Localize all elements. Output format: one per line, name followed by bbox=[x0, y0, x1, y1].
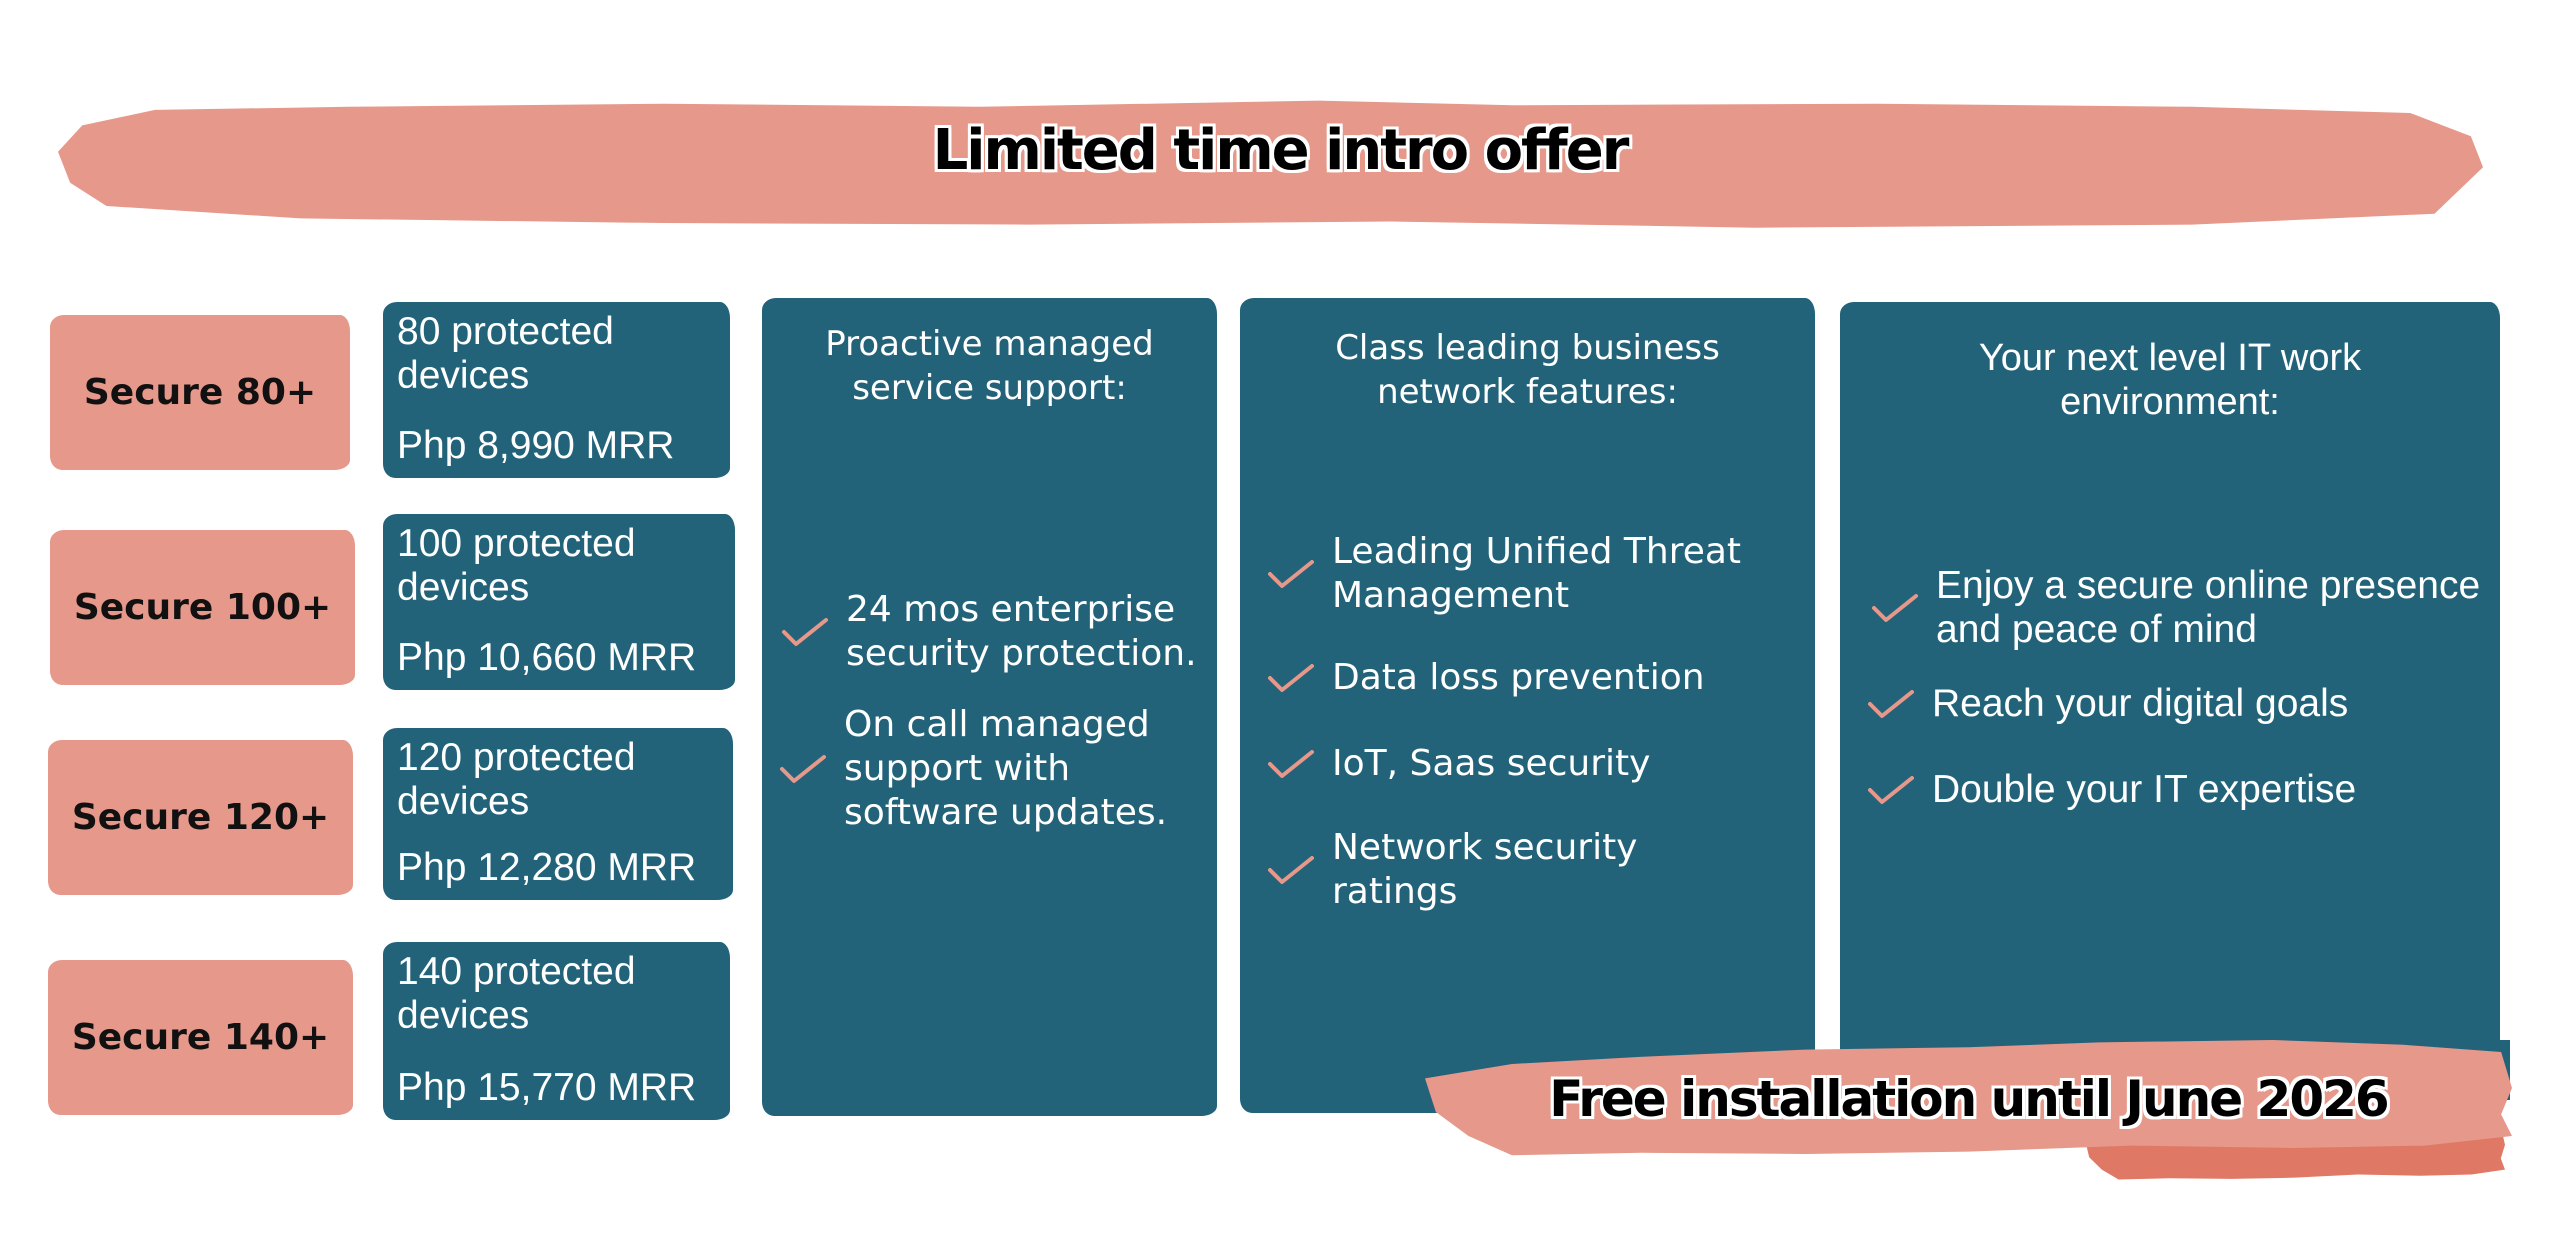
tier-name: Secure 120+ bbox=[71, 797, 330, 838]
checkmark-icon bbox=[1268, 856, 1314, 884]
tier-name: Secure 80+ bbox=[83, 372, 317, 413]
checkmark-icon bbox=[782, 618, 828, 646]
tier-label: Secure 140+ bbox=[48, 960, 353, 1115]
feature-text: Enjoy a secure online presence and peace… bbox=[1936, 564, 2481, 651]
tier-name: Secure 100+ bbox=[73, 587, 332, 628]
tier-label: Secure 120+ bbox=[48, 740, 353, 895]
column-title: Your next level IT work environment: bbox=[1978, 337, 2362, 423]
device-count: 120 protected devices bbox=[397, 736, 636, 823]
checkmark-icon bbox=[1268, 750, 1314, 778]
device-count: 80 protected devices bbox=[397, 310, 614, 397]
feature-item: IoT, Saas security bbox=[1264, 742, 1804, 786]
feature-text: Double your IT expertise bbox=[1932, 768, 2357, 811]
feature-item: 24 mos enterprise security protection. bbox=[778, 588, 1218, 676]
feature-item: Leading Unified Threat Management bbox=[1264, 530, 1804, 618]
column-title: Proactive managed service support: bbox=[825, 324, 1154, 408]
footer-banner bbox=[1425, 1040, 2512, 1156]
price-box: 100 protected devices Php 10,660 MRR bbox=[383, 514, 735, 690]
feature-item: Network security ratings bbox=[1264, 826, 1664, 914]
tier-label: Secure 100+ bbox=[50, 530, 355, 685]
monthly-price: Php 10,660 MRR bbox=[397, 636, 697, 679]
feature-text: Data loss prevention bbox=[1332, 657, 1705, 698]
feature-column-network-features: Class leading business network features:… bbox=[1240, 298, 1815, 1113]
checkmark-icon bbox=[1868, 690, 1914, 718]
feature-item: Data loss prevention bbox=[1264, 656, 1804, 700]
price-box: 140 protected devices Php 15,770 MRR bbox=[383, 942, 730, 1120]
header-banner bbox=[58, 100, 2483, 228]
monthly-price: Php 8,990 MRR bbox=[397, 424, 675, 467]
price-box: 80 protected devices Php 8,990 MRR bbox=[383, 302, 730, 478]
checkmark-icon bbox=[780, 755, 826, 783]
feature-text: IoT, Saas security bbox=[1332, 743, 1651, 784]
checkmark-icon bbox=[1868, 776, 1914, 804]
feature-text: On call managed support with software up… bbox=[844, 704, 1168, 833]
feature-item: Reach your digital goals bbox=[1864, 682, 2494, 726]
feature-column-it-environment: Your next level IT work environment: Enj… bbox=[1840, 302, 2500, 1072]
feature-item: Enjoy a secure online presence and peace… bbox=[1868, 564, 2498, 652]
feature-item: Double your IT expertise bbox=[1864, 768, 2494, 812]
feature-text: Network security ratings bbox=[1332, 827, 1638, 912]
promo-text: Free installation until June 2026 bbox=[1549, 1070, 2389, 1128]
feature-text: Reach your digital goals bbox=[1932, 682, 2349, 725]
column-title: Class leading business network features: bbox=[1335, 328, 1720, 412]
device-count: 100 protected devices bbox=[397, 522, 636, 609]
monthly-price: Php 15,770 MRR bbox=[397, 1066, 697, 1109]
checkmark-icon bbox=[1268, 560, 1314, 588]
price-box: 120 protected devices Php 12,280 MRR bbox=[383, 728, 733, 900]
feature-item: On call managed support with software up… bbox=[776, 703, 1196, 835]
monthly-price: Php 12,280 MRR bbox=[397, 846, 697, 889]
checkmark-icon bbox=[1268, 664, 1314, 692]
page-title: Limited time intro offer bbox=[932, 118, 1630, 183]
device-count: 140 protected devices bbox=[397, 950, 636, 1037]
tier-label: Secure 80+ bbox=[50, 315, 350, 470]
feature-text: 24 mos enterprise security protection. bbox=[846, 589, 1197, 674]
feature-text: Leading Unified Threat Management bbox=[1332, 531, 1742, 616]
feature-column-managed-support: Proactive managed service support: 24 mo… bbox=[762, 298, 1217, 1116]
checkmark-icon bbox=[1872, 594, 1918, 622]
tier-name: Secure 140+ bbox=[71, 1017, 330, 1058]
